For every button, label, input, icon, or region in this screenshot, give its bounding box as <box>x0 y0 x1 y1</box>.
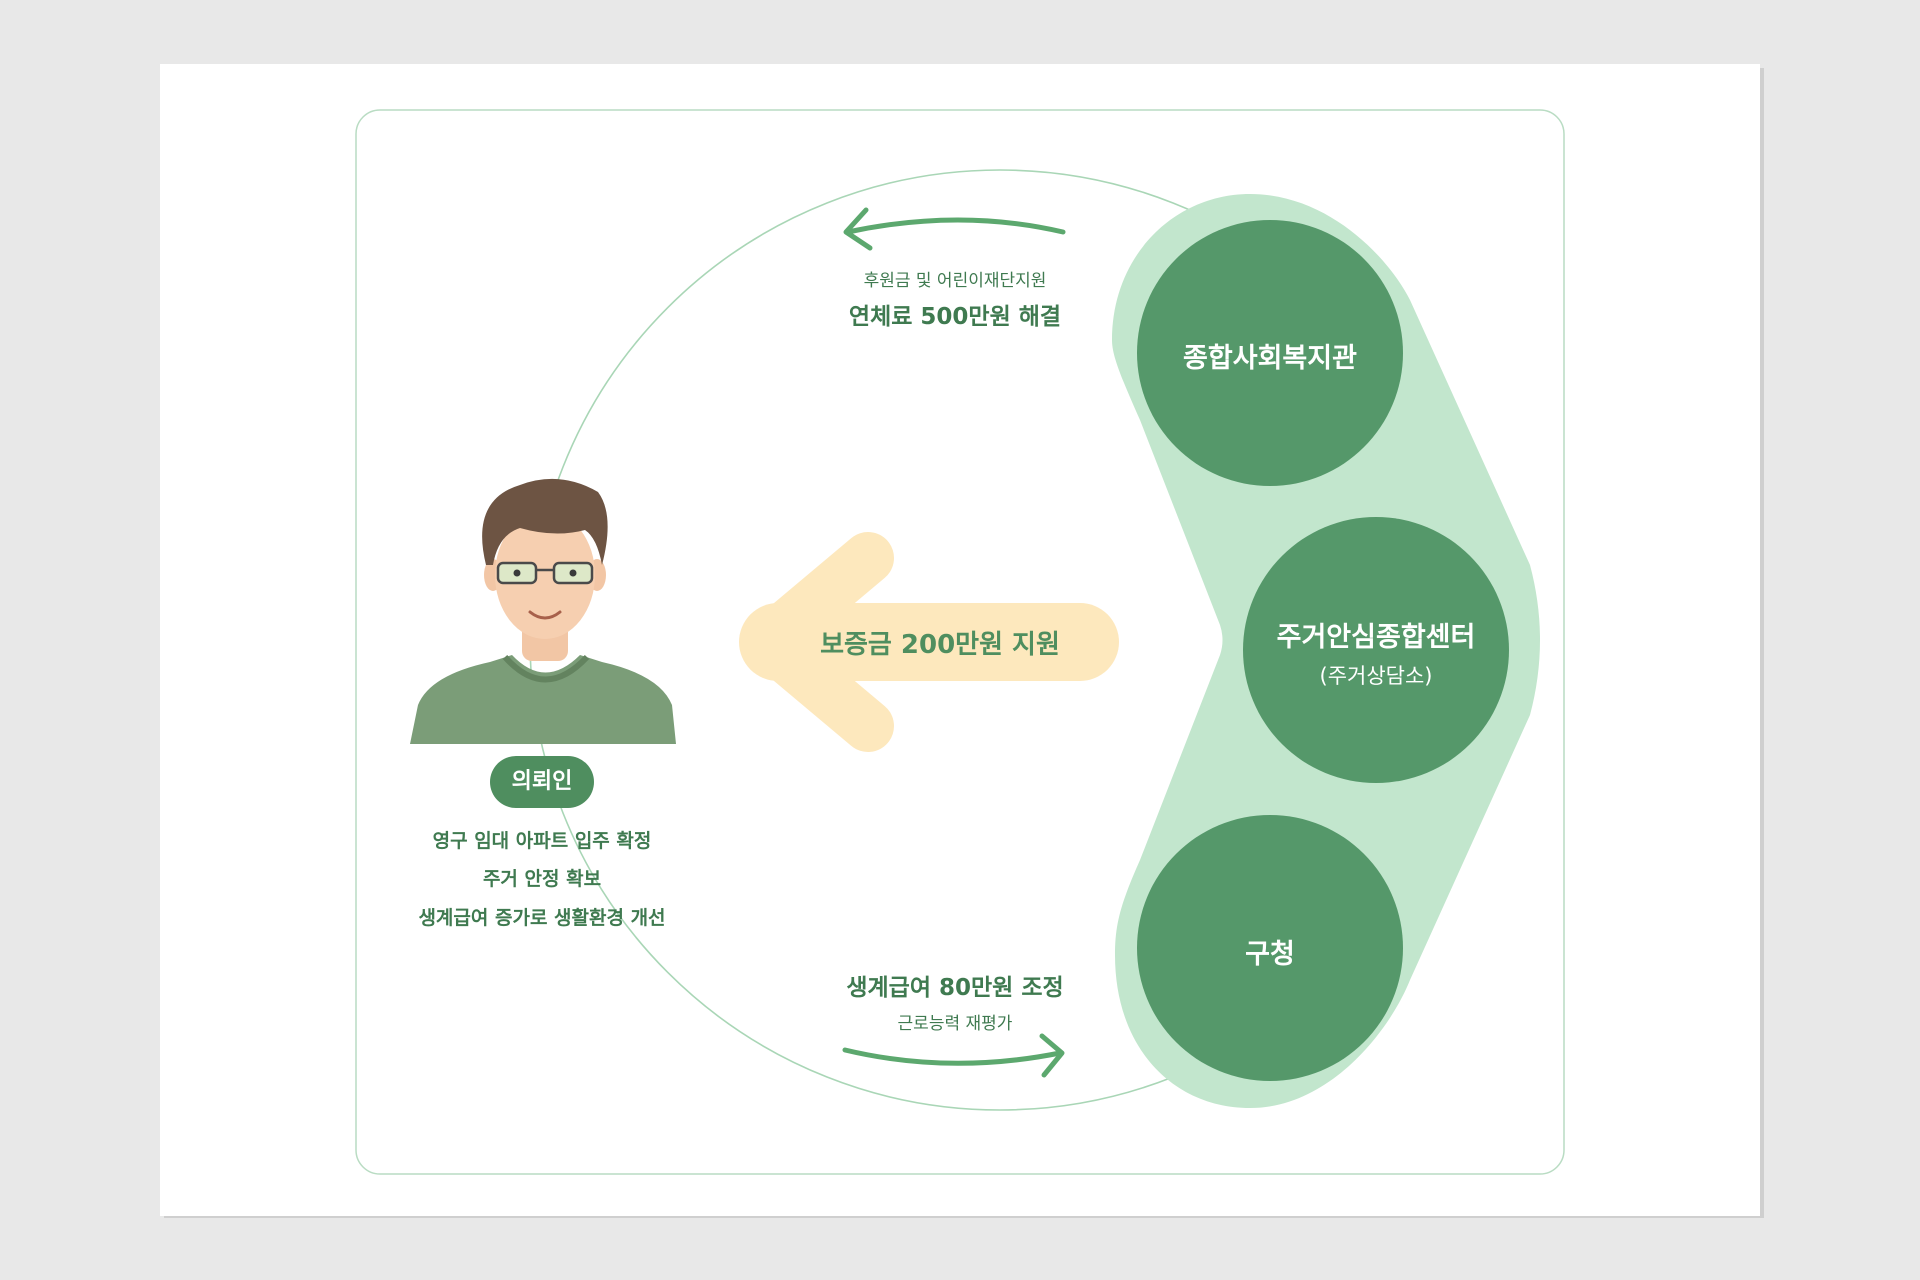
client-face <box>495 511 595 639</box>
agency-district-label: 구청 <box>1245 939 1295 970</box>
deposit-label: 보증금 200만원 지원 <box>820 630 1060 660</box>
top-arrow-head <box>843 207 873 251</box>
client-outcome-1: 영구 임대 아파트 입주 확정 <box>432 830 652 852</box>
top-curved-arrow <box>845 217 1066 235</box>
agency-housing-sub: (주거상담소) <box>1319 664 1433 688</box>
agency-circle-district <box>1137 815 1403 1081</box>
client-shirt <box>410 655 676 744</box>
client-left-eye <box>513 569 521 577</box>
bottom-curved-arrow <box>842 1047 1063 1066</box>
top-flow-main: 연체료 500만원 해결 <box>848 304 1062 330</box>
client-right-eye <box>569 569 577 577</box>
agency-housing-label: 주거안심종합센터 <box>1276 622 1476 653</box>
diagram-frame <box>355 109 1565 1175</box>
client-hair <box>482 478 608 565</box>
agency-circle-welfare <box>1137 220 1403 486</box>
client-collar <box>502 654 590 683</box>
client-badge-bg <box>490 756 594 808</box>
client-badge: 의뢰인 <box>511 769 573 794</box>
bottom-flow-small: 근로능력 재평가 <box>897 1014 1013 1034</box>
bottom-arrow-head <box>1039 1033 1065 1078</box>
client-outcome-2: 주거 안정 확보 <box>482 868 602 890</box>
bottom-flow-main: 생계급여 80만원 조정 <box>846 975 1064 1001</box>
top-flow-small: 후원금 및 어린이재단지원 <box>863 271 1047 291</box>
agency-welfare-label: 종합사회복지관 <box>1183 343 1357 374</box>
client-mouth <box>528 610 562 620</box>
client-avatar <box>410 478 676 744</box>
agency-circle-housing <box>1243 517 1509 783</box>
client-outcome-3: 생계급여 증가로 생활환경 개선 <box>418 907 666 929</box>
